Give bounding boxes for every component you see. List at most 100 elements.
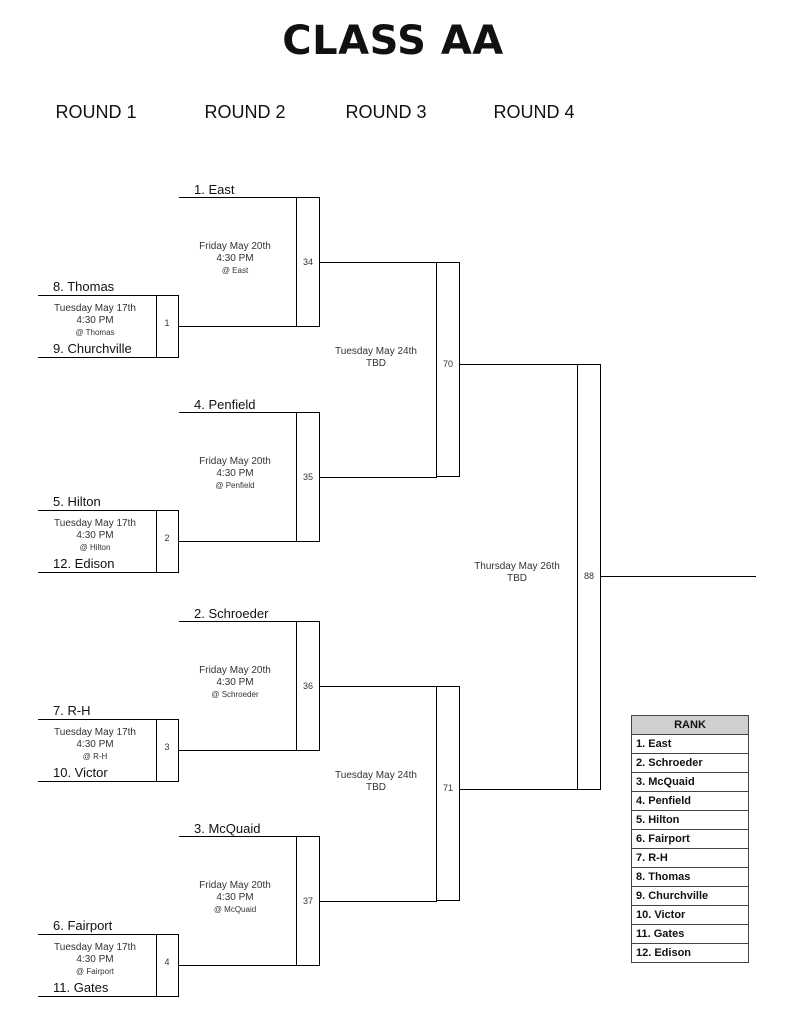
r2-g35-time: 4:30 PM [216,468,254,479]
round-1-header: ROUND 1 [55,102,137,122]
r1-g4-venue: @ Fairport [76,967,114,976]
r2-g36-date: Friday May 20th [199,665,271,676]
r1-g2-date: Tuesday May 17th [54,518,136,529]
r2-g34-top-line [179,197,320,198]
r2-g34-date: Friday May 20th [199,241,271,252]
r4-g88-info: Thursday May 26th TBD [461,561,573,585]
r2-g37-venue: @ McQuaid [213,905,257,914]
r1-g2-box-right [178,510,179,572]
r1-g1-info: Tuesday May 17th 4:30 PM @ Thomas [40,303,150,338]
r1-g2-top-team: 5. Hilton [53,494,101,509]
r4-g88-box-top [577,364,601,365]
rank-item: 11. Gates [631,924,749,944]
rank-table: RANK 1. East 2. Schroeder 3. McQuaid 4. … [631,715,749,963]
r2-g34-box-bottom [296,326,320,327]
r3-g71-info: Tuesday May 24th TBD [321,770,431,794]
r1-g2-info: Tuesday May 17th 4:30 PM @ Hilton [40,518,150,553]
r3-g70-info: Tuesday May 24th TBD [321,346,431,370]
r1-g2-advance-line [179,541,297,542]
r1-g2-top-line [38,510,179,511]
r4-g88-box-bottom [577,789,601,790]
r2-g34-venue: @ East [221,266,249,275]
r2-g35-number: 35 [302,472,313,482]
r3-g71-box-top [436,686,460,687]
r1-g3-box-left [156,719,157,781]
r2-g34-box-left [296,197,297,326]
r3-g70-date: Tuesday May 24th [335,346,417,357]
r2-g35-venue: @ Penfield [215,481,255,490]
r1-g2-bottom-team: 12. Edison [53,556,115,571]
r1-g1-box-left [156,295,157,357]
r2-g35-advance-line [320,477,437,478]
r1-g4-box-right [178,934,179,996]
r2-g36-advance-line [320,686,437,687]
r2-g36-time: 4:30 PM [216,677,254,688]
r2-g37-seed-team: 3. McQuaid [194,821,261,836]
r3-g70-box-left [436,262,437,477]
r1-g3-top-line [38,719,179,720]
rank-item: 7. R-H [631,848,749,868]
r2-g37-box-left [296,836,297,965]
r3-g71-box-left [436,686,437,901]
r3-g70-box-top [436,262,460,263]
rank-item: 1. East [631,734,749,754]
rank-item: 10. Victor [631,905,749,925]
r1-g3-date: Tuesday May 17th [54,727,136,738]
r2-g34-number: 34 [302,257,313,267]
r1-g1-date: Tuesday May 17th [54,303,136,314]
r1-g3-bottom-line [38,781,179,782]
rank-item: 12. Edison [631,943,749,963]
rank-item: 3. McQuaid [631,772,749,792]
r1-g4-time: 4:30 PM [76,954,114,965]
r1-g2-bottom-line [38,572,179,573]
r1-g3-venue: @ R-H [82,752,108,761]
r1-g2-time: 4:30 PM [76,530,114,541]
champion-line [601,576,756,577]
r1-g4-number: 4 [164,957,170,967]
round-2-header: ROUND 2 [204,102,286,122]
r4-g88-date: Thursday May 26th [474,561,560,572]
r2-g36-seed-team: 2. Schroeder [194,606,269,621]
r2-g37-number: 37 [302,896,313,906]
r3-g70-advance-line [460,364,578,365]
r2-g35-box-left [296,412,297,541]
r1-g4-top-team: 6. Fairport [53,918,113,933]
r2-g34-info: Friday May 20th 4:30 PM @ East [180,241,290,276]
r4-g88-box-left [577,364,578,789]
r2-g36-venue: @ Schroeder [211,690,259,699]
r2-g37-box-right [319,836,320,965]
r2-g36-top-line [179,621,320,622]
r1-g1-venue: @ Thomas [75,328,115,337]
r1-g1-advance-line [179,326,297,327]
r1-g4-bottom-line [38,996,179,997]
r2-g35-info: Friday May 20th 4:30 PM @ Penfield [180,456,290,491]
r2-g35-box-bottom [296,541,320,542]
r1-g1-number: 1 [164,318,170,328]
rank-item: 8. Thomas [631,867,749,887]
r1-g3-box-right [178,719,179,781]
rank-item: 9. Churchville [631,886,749,906]
r2-g35-seed-team: 4. Penfield [194,397,256,412]
r4-g88-box-right [600,364,601,789]
r4-g88-number: 88 [583,571,594,581]
r2-g37-time: 4:30 PM [216,892,254,903]
r1-g1-time: 4:30 PM [76,315,114,326]
r1-g1-top-line [38,295,179,296]
r2-g34-time: 4:30 PM [216,253,254,264]
r2-g34-box-right [319,197,320,326]
r1-g4-bottom-team: 11. Gates [53,980,109,995]
r1-g4-top-line [38,934,179,935]
r2-g37-advance-line [320,901,437,902]
r1-g3-number: 3 [164,742,170,752]
r1-g3-top-team: 7. R-H [53,703,91,718]
r2-g36-info: Friday May 20th 4:30 PM @ Schroeder [180,665,290,700]
r2-g37-info: Friday May 20th 4:30 PM @ McQuaid [180,880,290,915]
r3-g71-advance-line [460,789,578,790]
r2-g37-box-bottom [296,965,320,966]
r1-g4-box-left [156,934,157,996]
r2-g35-box-right [319,412,320,541]
r3-g71-number: 71 [442,783,453,793]
bracket-title: CLASS AA [282,18,504,64]
r1-g1-box-right [178,295,179,357]
r3-g71-box-right [459,686,460,901]
